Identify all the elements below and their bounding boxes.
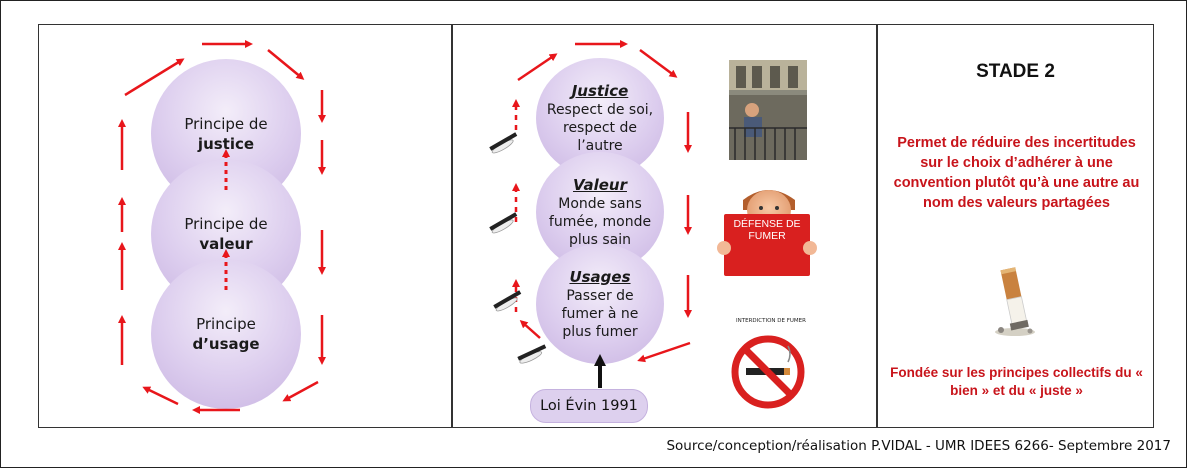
right-panel: STADE 2 Permet de réduire des incertitud… [877,24,1154,428]
no-smoking-sign-icon [731,335,805,409]
balcony-photo [729,60,807,160]
mid-arrow-top-left [517,53,558,82]
usage-line1: Principe [196,315,256,333]
child-with-sign-picture [717,190,817,276]
stade-title: STADE 2 [976,61,1055,82]
middle-loop-arrows [517,40,692,363]
cigarette-icon [489,212,518,234]
circle-usages: Usages Passer de fumer à ne plus fumer [536,244,664,364]
usages-title: Usages [569,268,631,286]
justice-title: Justice [571,82,629,100]
placard-text: DÉFENSE DE FUMER [733,218,801,242]
usage-line2: d’usage [192,335,260,353]
cigarette-icons [489,132,547,364]
cigarette-butt-picture [995,267,1035,336]
cigarette-icon [493,290,522,312]
valeur-text: Monde sans fumée, monde plus sain [548,196,652,248]
circle-principe-usage: Principe d’usage [151,259,301,409]
arrow-bottom-left [142,386,179,406]
justice-text: Respect de soi, respect de l’autre [546,102,654,154]
justice-line1: Principe de [184,115,268,133]
valeur-title: Valeur [573,176,627,194]
arrow-top-left [124,58,185,97]
circle-valeur: Valeur Monde sans fumée, monde plus sain [536,152,664,272]
arrow-top-2 [267,49,305,80]
stade-footer: Fondée sur les principes collectifs du «… [890,365,1143,398]
mid-arrow-bottom-left [519,320,541,339]
no-smoking-caption: INTERDICTION DE FUMER [736,318,806,324]
arrow-bottom-right [282,380,319,402]
justice-line2: justice [197,135,255,153]
valeur-line2: valeur [199,235,253,253]
cigarette-icon [489,132,518,154]
left-loop-arrows [118,40,326,414]
valeur-line1: Principe de [184,215,268,233]
usages-text: Passer de fumer à ne plus fumer [561,288,639,340]
cigarette-icon [517,344,547,364]
stade-description: Permet de réduire des incertitudes sur l… [893,135,1140,211]
mid-arrow-top-2 [639,48,678,78]
source-credit: Source/conception/réalisation P.VIDAL - … [666,438,1171,454]
law-box: Loi Évin 1991 [530,389,648,423]
mid-arrow-bottom [637,341,691,363]
